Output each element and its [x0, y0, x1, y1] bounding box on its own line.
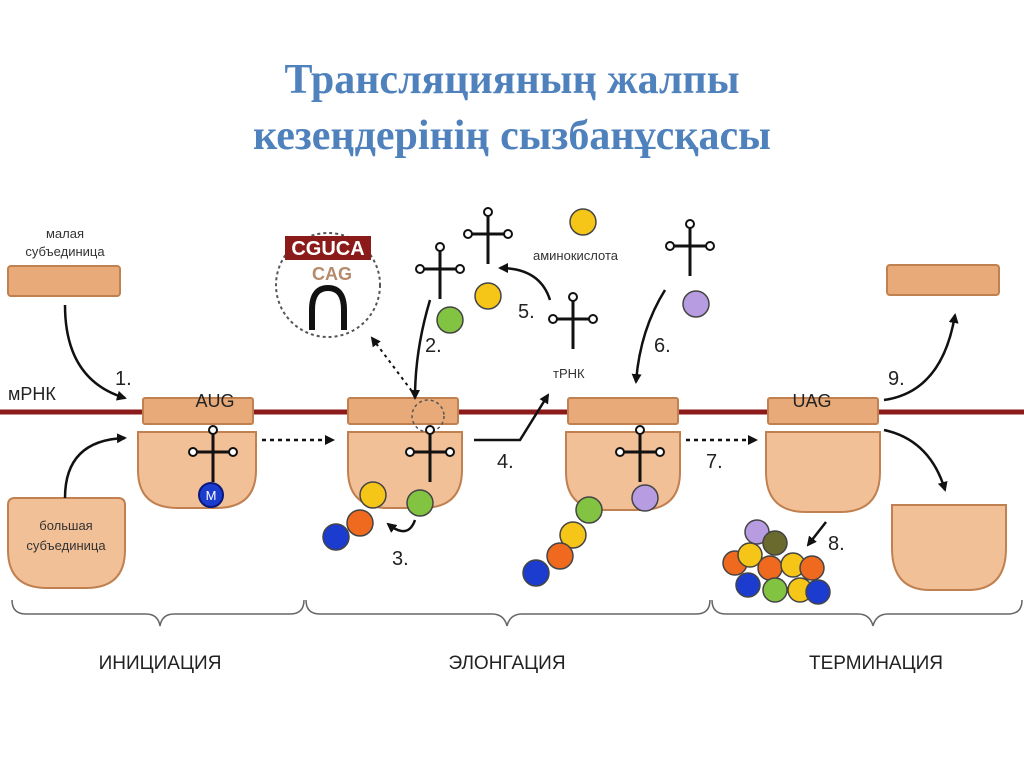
aa-blue — [322, 523, 350, 551]
step-5-label: 5. — [518, 301, 535, 323]
large-subunit-free: большая субъединица — [7, 497, 126, 589]
step-7-label: 7. — [706, 451, 723, 473]
phase-initiation: ИНИЦИАЦИЯ — [99, 653, 222, 674]
start-codon-label: AUG — [195, 391, 234, 411]
step-9-label: 9. — [888, 368, 905, 390]
charged-trna-yellow — [474, 282, 502, 310]
codon-zoom-inset: CGUCA CAG — [275, 232, 381, 338]
chain-green — [575, 496, 603, 524]
chain-yellow — [559, 521, 587, 549]
chain-purple — [631, 484, 659, 512]
mrna-label: мРНК — [8, 384, 56, 404]
small-subunit-free: малая субъединица — [7, 226, 121, 297]
step-8-arrow — [806, 521, 827, 547]
title-line-1: Трансляцияның жалпы — [284, 57, 740, 103]
ribosome-elongation-2 — [522, 397, 681, 587]
step-3-arrow — [386, 519, 417, 533]
small-subunit-label-2: субъединица — [25, 244, 105, 259]
step-1-arrow — [63, 304, 127, 401]
step-1-label: 1. — [115, 368, 132, 390]
brace-termination — [711, 599, 1023, 627]
step-4-arrow — [474, 393, 550, 442]
step-6-arrow — [631, 289, 667, 384]
step-9-arrow-large — [883, 428, 948, 492]
page-title: Трансляцияның жалпы кезеңдерінің сызбанұ… — [0, 52, 1024, 164]
large-subunit-label-1: большая — [39, 518, 92, 533]
stop-codon-label: UAG — [792, 391, 831, 411]
zoom-pointer — [370, 336, 421, 403]
aa-orange — [346, 509, 374, 537]
amino-acid-label: аминокислота — [533, 248, 619, 263]
step-2-arrow — [410, 299, 432, 400]
step-3-label: 3. — [392, 548, 409, 570]
brace-elongation — [305, 599, 711, 627]
phase-elongation: ЭЛОНГАЦИЯ — [448, 653, 565, 674]
methionine-label: M — [206, 488, 217, 503]
trna-label: тРНК — [553, 366, 585, 381]
released-large-subunit — [891, 504, 1007, 591]
step-1-arrow-large — [63, 433, 127, 499]
incoming-aa-purple — [682, 290, 710, 318]
aa-green — [406, 489, 434, 517]
released-small-subunit — [886, 264, 1000, 296]
step-9-arrow-small — [883, 313, 959, 402]
ribosome-initiation: AUG M — [137, 391, 257, 509]
step-5-arrow — [498, 263, 552, 301]
chain-blue — [522, 559, 550, 587]
incoming-aa-green — [436, 306, 464, 334]
chain-orange — [546, 542, 574, 570]
large-subunit-label-2: субъединица — [26, 538, 106, 553]
anticodon-zoom-label: CAG — [312, 264, 352, 284]
brace-initiation — [11, 599, 305, 627]
ribosome-elongation-1 — [322, 397, 463, 551]
title-line-2: кезеңдерінің сызбанұсқасы — [253, 113, 771, 159]
free-amino-acid — [569, 208, 597, 236]
step-2-label: 2. — [425, 335, 442, 357]
step-8-label: 8. — [828, 533, 845, 555]
step-6-label: 6. — [654, 335, 671, 357]
released-polypeptide — [722, 519, 831, 605]
step-4-label: 4. — [497, 451, 514, 473]
aa-yellow — [359, 481, 387, 509]
methionine — [198, 482, 224, 508]
mrna-zoom-label: CGUCA — [291, 238, 364, 260]
ribosome-termination: UAG — [765, 391, 881, 513]
phase-termination: ТЕРМИНАЦИЯ — [809, 653, 943, 674]
small-subunit-label-1: малая — [46, 226, 84, 241]
